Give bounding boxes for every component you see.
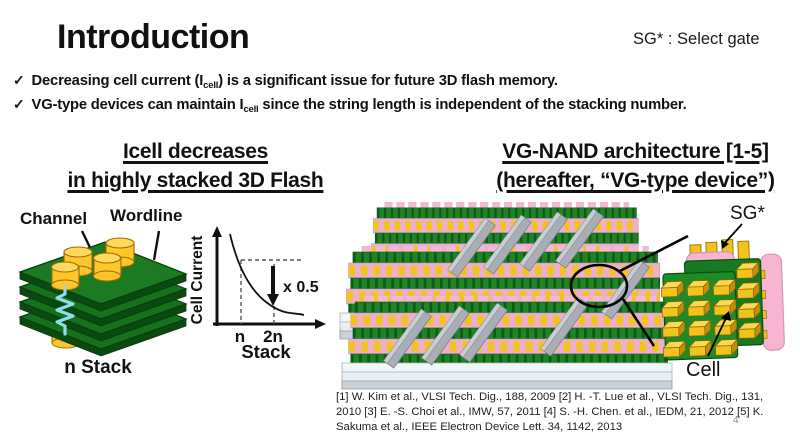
right-panel-heading: VG-NAND architecture [1-5] (hereafter, “… (496, 140, 775, 192)
references-text: [1] W. Kim et al., VLSI Tech. Dig., 188,… (336, 391, 764, 434)
sg-legend-note: SG* : Select gate (633, 30, 760, 48)
cell-current-curve (229, 233, 305, 316)
chart-y-axis-label: Cell Current (190, 236, 206, 325)
bullet-item-2: ✓ VG-type devices can maintain Icell sin… (13, 96, 793, 115)
arrow-head-icon (721, 240, 729, 249)
checkmark-icon: ✓ (13, 72, 25, 88)
page-number: 4 (733, 415, 739, 426)
page-title: Introduction (57, 18, 250, 56)
arrow-down-icon (267, 294, 279, 306)
arrow-head-icon (721, 311, 731, 321)
sg-arrow (723, 223, 743, 245)
top-channel-cylinders (50, 237, 135, 291)
cell-detail-label: Cell (686, 359, 720, 381)
wordline-label: Wordline (110, 206, 183, 225)
y-axis-arrow-icon (212, 226, 222, 237)
x-tick-2n: 2n (263, 327, 283, 346)
string-resistance-zigzag-icon (55, 285, 75, 336)
highlight-ellipse (569, 263, 629, 309)
left-panel-heading: Icell decreases in highly stacked 3D Fla… (67, 140, 324, 192)
bullet-text: Decreasing cell current (Icell) is a sig… (31, 73, 558, 91)
sg-detail-label: SG* (730, 203, 765, 224)
chart-x-axis-label: Stack (241, 341, 291, 360)
half-annotation: x 0.5 (283, 279, 319, 296)
n-stack-caption: n Stack (64, 357, 132, 378)
x-tick-n: n (235, 327, 245, 346)
cell-arrow (707, 315, 728, 357)
n-stack-diagram (18, 230, 188, 357)
cell-detail-structure (660, 239, 785, 361)
callout-line-bottom (621, 298, 656, 347)
callout-line-top (617, 234, 689, 274)
bullet-item-1: ✓ Decreasing cell current (Icell) is a s… (13, 72, 793, 91)
wordline-pointer-line (152, 230, 161, 261)
channel-label: Channel (20, 209, 88, 228)
cell-current-chart: Cell Current x 0.5 n 2n Stack (190, 226, 326, 360)
vg-nand-architecture-figure: SG* Cell (336, 196, 785, 396)
bullet-text: VG-type devices can maintain Icell since… (31, 97, 687, 115)
bullet-list: ✓ Decreasing cell current (Icell) is a s… (13, 72, 793, 120)
x-axis-arrow-icon (315, 319, 326, 329)
checkmark-icon: ✓ (13, 96, 25, 112)
